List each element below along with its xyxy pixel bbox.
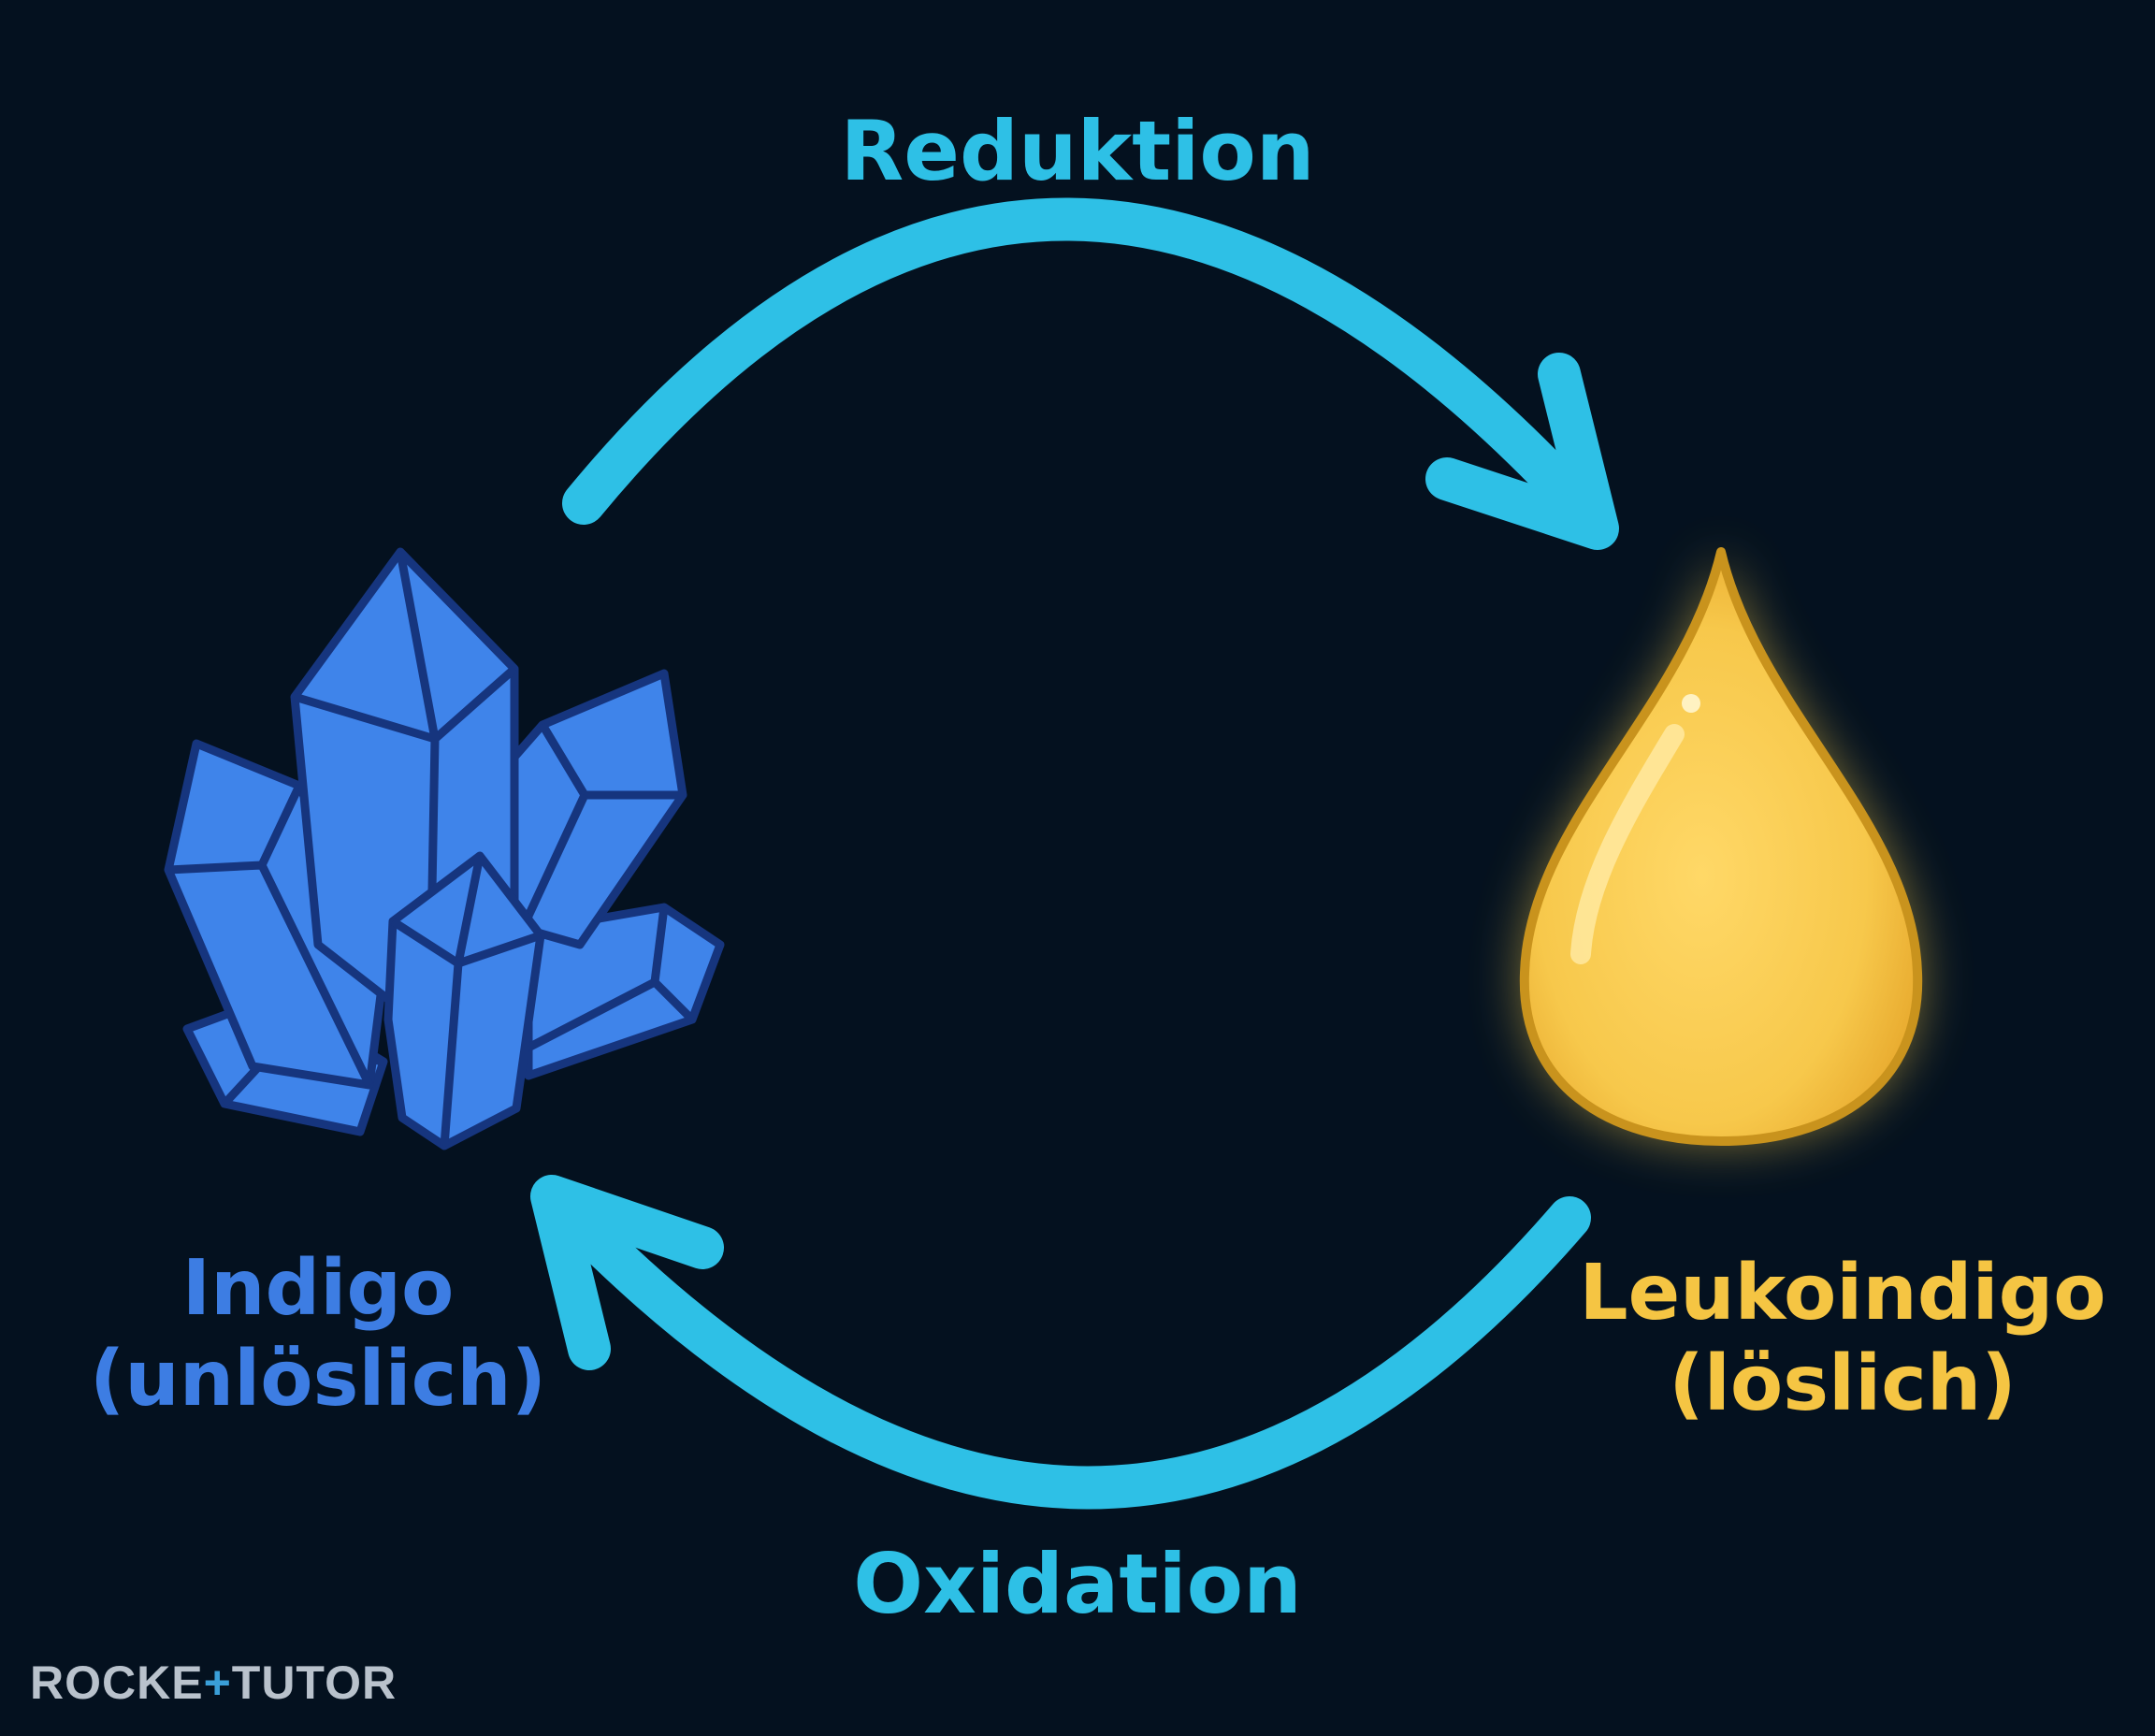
brand-right: TUTOR: [231, 1656, 398, 1709]
brand-left: ROCKE: [30, 1656, 204, 1709]
brand-plus-icon: +: [203, 1656, 232, 1709]
crystal-cluster-icon: [164, 547, 725, 1150]
leukoindigo-label: Leukoindigo (löslich): [1553, 1249, 2133, 1430]
oxidation-arrow: [530, 1175, 1591, 1510]
indigo-name: Indigo: [181, 1244, 455, 1333]
reduction-label: Reduktion: [840, 103, 1315, 199]
reduction-arrow: [562, 197, 1619, 550]
leukoindigo-state: (löslich): [1669, 1338, 2017, 1428]
brand-logo: ROCKE+TUTOR: [30, 1659, 397, 1706]
liquid-drop-icon: [1519, 547, 1923, 1146]
indigo-label: Indigo (unlöslich): [56, 1244, 580, 1425]
leukoindigo-name: Leukoindigo: [1579, 1249, 2106, 1338]
indigo-state: (unlöslich): [89, 1334, 547, 1424]
oxidation-label: Oxidation: [853, 1536, 1302, 1632]
